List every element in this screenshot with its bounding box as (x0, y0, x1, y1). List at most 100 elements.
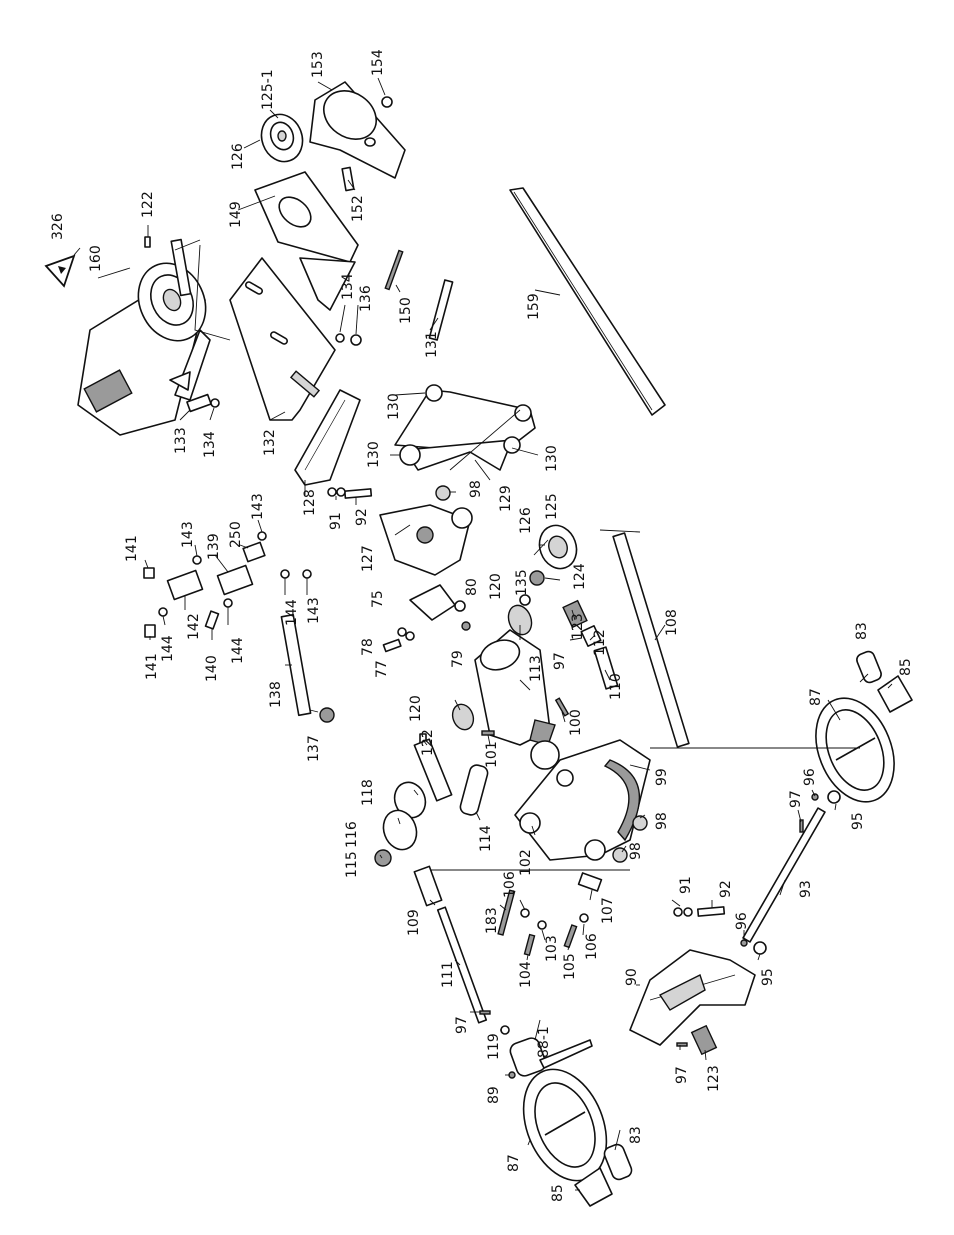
washer-91-lower-2 (683, 907, 693, 917)
handwheel-upper[interactable] (801, 686, 908, 813)
scale-cover (294, 389, 361, 486)
label-183: 183 (484, 907, 500, 934)
label-104: 104 (518, 961, 534, 988)
label-130-a: 130 (386, 393, 402, 420)
label-139: 139 (206, 533, 222, 560)
label-92: 92 (354, 508, 370, 526)
label-128: 128 (302, 489, 318, 516)
bolt-92 (343, 488, 373, 499)
label-102: 102 (518, 849, 534, 876)
label-160: 160 (88, 245, 104, 272)
label-126: 126 (230, 143, 246, 170)
shaft-108 (612, 532, 690, 748)
label-89: 89 (486, 1086, 502, 1104)
washer-91-lower-1 (673, 907, 683, 917)
worm-gear-upper (562, 599, 588, 629)
bolt-77 (382, 638, 402, 653)
bracket-142 (166, 569, 204, 601)
handle-83-upper[interactable] (855, 650, 883, 685)
bolt-140 (204, 610, 220, 630)
label-122b: 122 (420, 729, 436, 756)
label-138: 138 (268, 681, 284, 708)
label-101: 101 (484, 741, 500, 768)
nut-124 (529, 570, 545, 586)
label-100: 100 (568, 709, 584, 736)
washer-144-a (158, 607, 168, 617)
label-98: 98 (468, 480, 484, 498)
lock-knob-85-lower[interactable] (574, 1167, 613, 1207)
label-142: 142 (186, 613, 202, 640)
label-95: 95 (850, 812, 866, 830)
shaft-131 (428, 279, 454, 341)
handwheel-lower[interactable] (508, 1057, 622, 1193)
washer-80 (454, 600, 466, 612)
label-92b: 92 (718, 880, 734, 898)
label-75: 75 (370, 590, 386, 608)
washer-134 (335, 333, 345, 343)
bolt-79 (461, 621, 471, 631)
label-87: 87 (808, 688, 824, 706)
pin-97-upper (799, 819, 804, 833)
label-98b: 98 (654, 812, 670, 830)
arbor-housing (474, 629, 556, 746)
label-153: 153 (310, 51, 326, 78)
label-96b: 96 (734, 912, 750, 930)
label-150: 150 (398, 297, 414, 324)
label-107: 107 (600, 897, 616, 924)
label-115: 115 (344, 851, 360, 878)
arbor-pulley (538, 524, 578, 570)
label-141: 141 (124, 535, 140, 562)
label-152: 152 (350, 195, 366, 222)
bolt-183 (497, 889, 516, 936)
label-122: 122 (140, 191, 156, 218)
washer-91-2 (336, 487, 346, 497)
shaft-93 (742, 807, 826, 943)
label-120b: 120 (408, 695, 424, 722)
motor-shaft (170, 238, 192, 297)
front-trunnion (629, 949, 756, 1046)
trunnion-bracket (379, 504, 473, 576)
part-number-labels: 326 160 122 149 126 125-1 153 154 152 13… (50, 49, 914, 1202)
label-95b: 95 (760, 968, 776, 986)
lock-lever-88-1[interactable] (508, 1036, 593, 1078)
arbor-shaft (393, 738, 453, 819)
label-96: 96 (802, 768, 818, 786)
washer-106-a (520, 908, 530, 918)
label-77: 77 (374, 660, 390, 678)
label-99: 99 (654, 768, 670, 786)
nut-98-b (632, 815, 648, 831)
lock-plate (409, 584, 456, 621)
label-110: 110 (608, 673, 624, 700)
label-143b: 143 (250, 493, 266, 520)
nut-137 (319, 707, 335, 723)
motor-bracket (254, 171, 359, 311)
bracket-139 (216, 564, 254, 596)
handle-83-lower[interactable] (602, 1142, 633, 1181)
label-119: 119 (486, 1033, 502, 1060)
washer-106-b (579, 913, 589, 923)
nut-143-b (257, 531, 267, 541)
washer-78-2 (405, 631, 415, 641)
label-134: 134 (340, 273, 356, 300)
arbor-nut-115 (374, 849, 392, 867)
pin-97-lower (676, 1042, 688, 1047)
label-116: 116 (344, 821, 360, 848)
label-143c: 143 (306, 597, 322, 624)
lock-knob-85-upper[interactable] (877, 675, 913, 713)
bolt-141-top (143, 567, 155, 579)
washer-144-b (223, 598, 233, 608)
label-106: 106 (502, 871, 518, 898)
clip-250 (242, 541, 266, 563)
trunnion (514, 739, 651, 861)
label-108: 108 (664, 609, 680, 636)
label-109: 109 (406, 909, 422, 936)
shaft-110 (593, 646, 619, 690)
label-129: 129 (498, 485, 514, 512)
motor-pulley (260, 113, 304, 163)
pivot-arm (394, 384, 536, 471)
label-103: 103 (544, 935, 560, 962)
label-90: 90 (624, 968, 640, 986)
label-123b: 123 (706, 1065, 722, 1092)
nut-98 (435, 485, 451, 501)
label-113: 113 (528, 655, 544, 682)
